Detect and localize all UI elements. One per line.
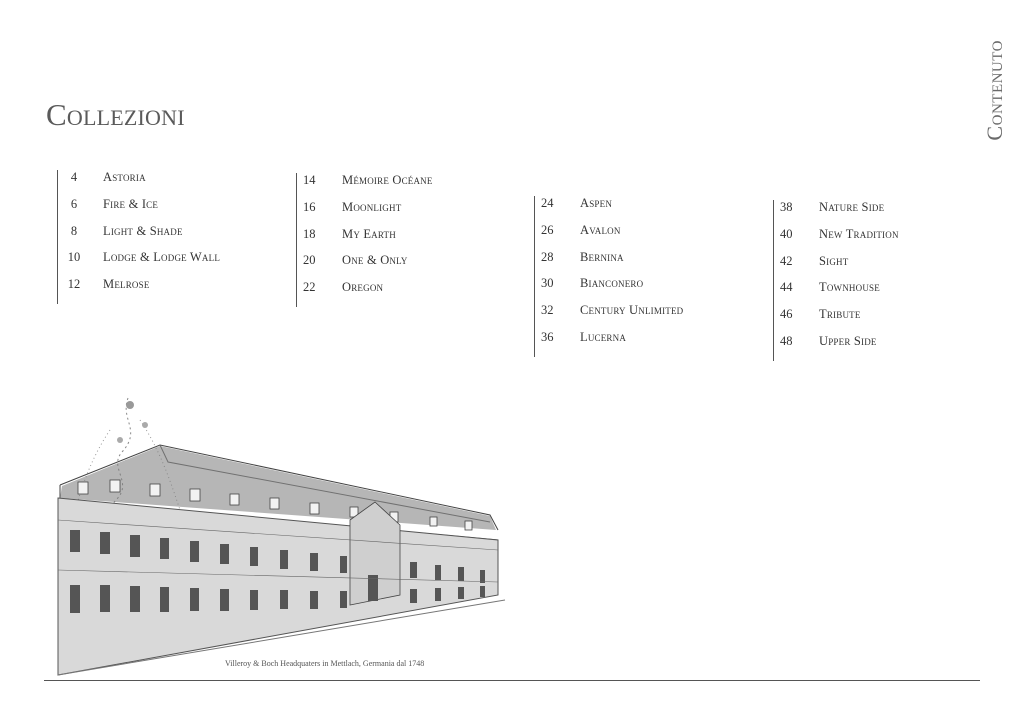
toc-page-number: 24 bbox=[541, 196, 554, 210]
toc-collection-name: Mémoire Océane bbox=[342, 173, 433, 187]
toc-page-number: 22 bbox=[303, 280, 316, 295]
toc-collection-name: Light & Shade bbox=[103, 223, 183, 238]
toc-entry[interactable]: 16 Moonlight bbox=[301, 200, 433, 227]
toc-collection-name: Fire & Ice bbox=[103, 196, 159, 211]
toc-entry[interactable]: 28 Bernina bbox=[539, 250, 683, 277]
toc-entry[interactable]: 30 Bianconero bbox=[539, 276, 683, 303]
toc-page-number: 40 bbox=[780, 226, 793, 241]
toc-entry[interactable]: 40 New Tradition bbox=[778, 227, 899, 254]
toc-page-number: 46 bbox=[780, 307, 793, 322]
photo-caption: Villeroy & Boch Headquaters in Mettlach,… bbox=[225, 659, 425, 668]
toc-entry[interactable]: 6 Fire & Ice bbox=[62, 197, 220, 224]
toc-collection-name: My Earth bbox=[342, 226, 396, 241]
toc-page-number: 10 bbox=[67, 250, 81, 265]
toc-collection-name: Nature Side bbox=[819, 200, 885, 214]
toc-entry[interactable]: 8 Light & Shade bbox=[62, 224, 220, 251]
toc-collection-name: Bianconero bbox=[580, 276, 644, 291]
toc-entry[interactable]: 12 Melrose bbox=[62, 277, 220, 304]
toc-entry[interactable]: 46 Tribute bbox=[778, 307, 899, 334]
toc-collection-name: Lucerna bbox=[580, 329, 627, 344]
toc-page-number: 20 bbox=[303, 253, 316, 268]
toc-page-number: 38 bbox=[780, 200, 793, 214]
toc-entry[interactable]: 22 Oregon bbox=[301, 280, 433, 307]
toc-entry[interactable]: 14 Mémoire Océane bbox=[301, 173, 433, 200]
toc-collection-name: New Tradition bbox=[819, 226, 899, 241]
toc-collection-name: Bernina bbox=[580, 249, 624, 264]
headquarters-building-illustration bbox=[57, 397, 506, 676]
toc-entry[interactable]: 24 Aspen bbox=[539, 196, 683, 223]
toc-collection-name: One & Only bbox=[342, 253, 408, 268]
toc-collection-name: Lodge & Lodge Wall bbox=[103, 250, 221, 265]
toc-page-number: 18 bbox=[303, 226, 316, 241]
toc-page-number: 44 bbox=[780, 280, 793, 295]
toc-entry[interactable]: 38 Nature Side bbox=[778, 200, 899, 227]
bottom-divider bbox=[44, 680, 980, 681]
toc-collection-name: Sight bbox=[819, 253, 849, 268]
toc-entry[interactable]: 26 Avalon bbox=[539, 223, 683, 250]
toc-page-number: 28 bbox=[541, 249, 554, 264]
toc-collection-name: Townhouse bbox=[819, 280, 880, 295]
toc-entry[interactable]: 36 Lucerna bbox=[539, 330, 683, 357]
toc-page-number: 32 bbox=[541, 303, 554, 318]
toc-entry[interactable]: 4 Astoria bbox=[62, 170, 220, 197]
toc-entry[interactable]: 32 Century Unlimited bbox=[539, 303, 683, 330]
toc-collection-name: Upper Side bbox=[819, 333, 877, 348]
toc-page-number: 8 bbox=[70, 223, 78, 238]
toc-column-4: 38 Nature Side 40 New Tradition 42 Sight 44… bbox=[773, 200, 899, 361]
toc-collection-name: Avalon bbox=[580, 222, 621, 237]
toc-collection-name: Aspen bbox=[580, 196, 613, 210]
toc-collection-name: Century Unlimited bbox=[580, 303, 684, 318]
toc-entry[interactable]: 10 Lodge & Lodge Wall bbox=[62, 250, 220, 277]
section-side-label: Contenuto bbox=[982, 40, 1007, 141]
toc-page-number: 6 bbox=[70, 196, 78, 211]
toc-page-number: 48 bbox=[780, 333, 793, 348]
toc-collection-name: Tribute bbox=[819, 307, 861, 322]
toc-column-1: 4 Astoria 6 Fire & Ice 8 Light & Shade 10 Lo… bbox=[57, 170, 220, 304]
toc-page-number: 14 bbox=[303, 173, 316, 187]
toc-page-number: 36 bbox=[541, 329, 554, 344]
toc-entry[interactable]: 20 One & Only bbox=[301, 253, 433, 280]
toc-collection-name: Moonlight bbox=[342, 199, 402, 214]
toc-entry[interactable]: 44 Townhouse bbox=[778, 280, 899, 307]
toc-entry[interactable]: 18 My Earth bbox=[301, 227, 433, 254]
toc-collection-name: Astoria bbox=[103, 170, 146, 184]
page-title: Collezioni bbox=[46, 97, 185, 132]
toc-collection-name: Melrose bbox=[103, 277, 150, 292]
toc-collection-name: Oregon bbox=[342, 280, 384, 295]
toc-entry[interactable]: 42 Sight bbox=[778, 254, 899, 281]
toc-page-number: 12 bbox=[67, 277, 81, 292]
toc-entry[interactable]: 48 Upper Side bbox=[778, 334, 899, 361]
toc-page-number: 30 bbox=[541, 276, 554, 291]
toc-page-number: 42 bbox=[780, 253, 793, 268]
toc-page-number: 26 bbox=[541, 222, 554, 237]
toc-page-number: 4 bbox=[70, 170, 78, 184]
toc-page-number: 16 bbox=[303, 199, 316, 214]
